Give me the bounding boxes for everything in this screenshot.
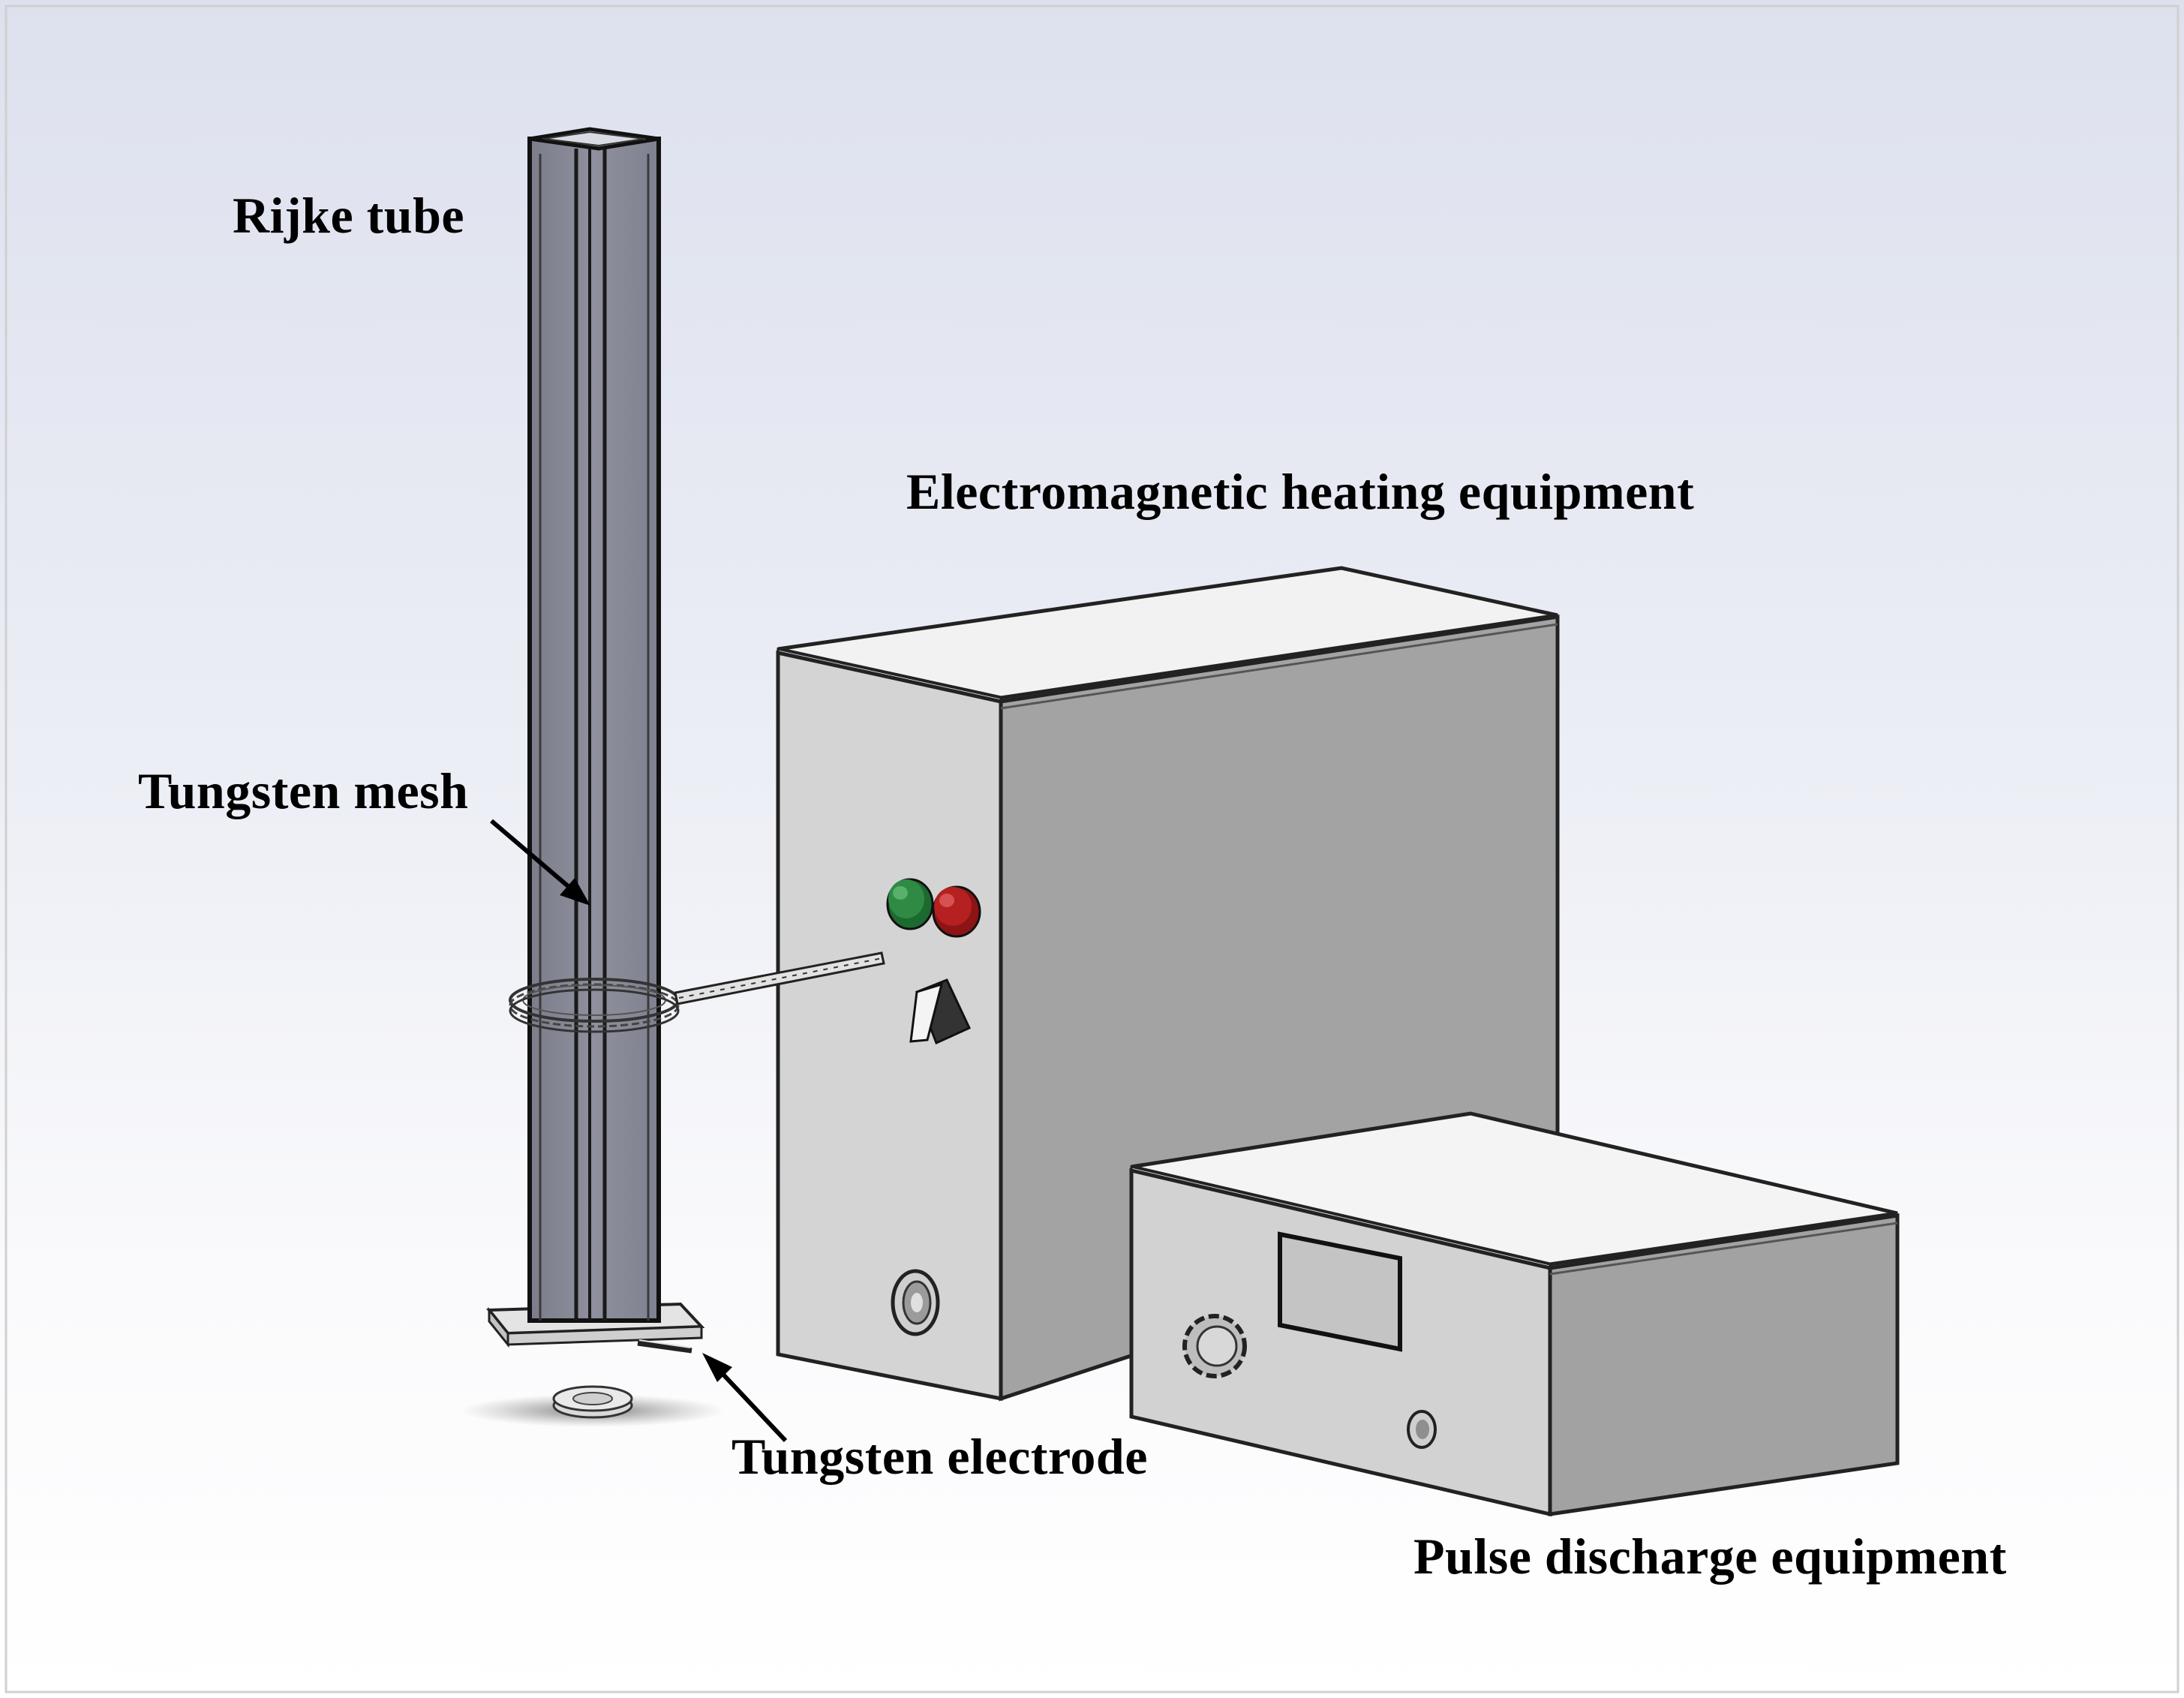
rijke-tube (461, 127, 885, 1427)
knob-icon[interactable] (1182, 1314, 1247, 1378)
tungsten-electrode-rod (637, 1339, 692, 1354)
floor-disc (552, 1385, 633, 1419)
tube-body (527, 137, 661, 1323)
red-button-icon[interactable] (932, 885, 981, 938)
coil-lead-wire (674, 951, 885, 1005)
label-electromagnetic-heating: Electromagnetic heating equipment (906, 463, 1695, 520)
display-screen-icon (1278, 1231, 1402, 1352)
pulse-side-face (1548, 1213, 1900, 1516)
label-tungsten-mesh: Tungsten mesh (138, 762, 469, 819)
heating-coil-ring (509, 978, 680, 1033)
rocker-switch-icon[interactable] (909, 978, 972, 1045)
tungsten-mesh-arrow (490, 819, 590, 906)
small-connector-icon (1407, 1410, 1437, 1449)
label-tungsten-electrode: Tungsten electrode (732, 1428, 1148, 1485)
green-button-icon[interactable] (886, 878, 934, 930)
pulse-discharge-box (1129, 1111, 1900, 1517)
tungsten-electrode-arrow (702, 1353, 788, 1443)
label-rijke-tube: Rijke tube (233, 187, 465, 244)
connector-icon (891, 1269, 940, 1336)
label-pulse-discharge: Pulse discharge equipment (1413, 1528, 2007, 1585)
frame-border (5, 5, 2179, 1693)
